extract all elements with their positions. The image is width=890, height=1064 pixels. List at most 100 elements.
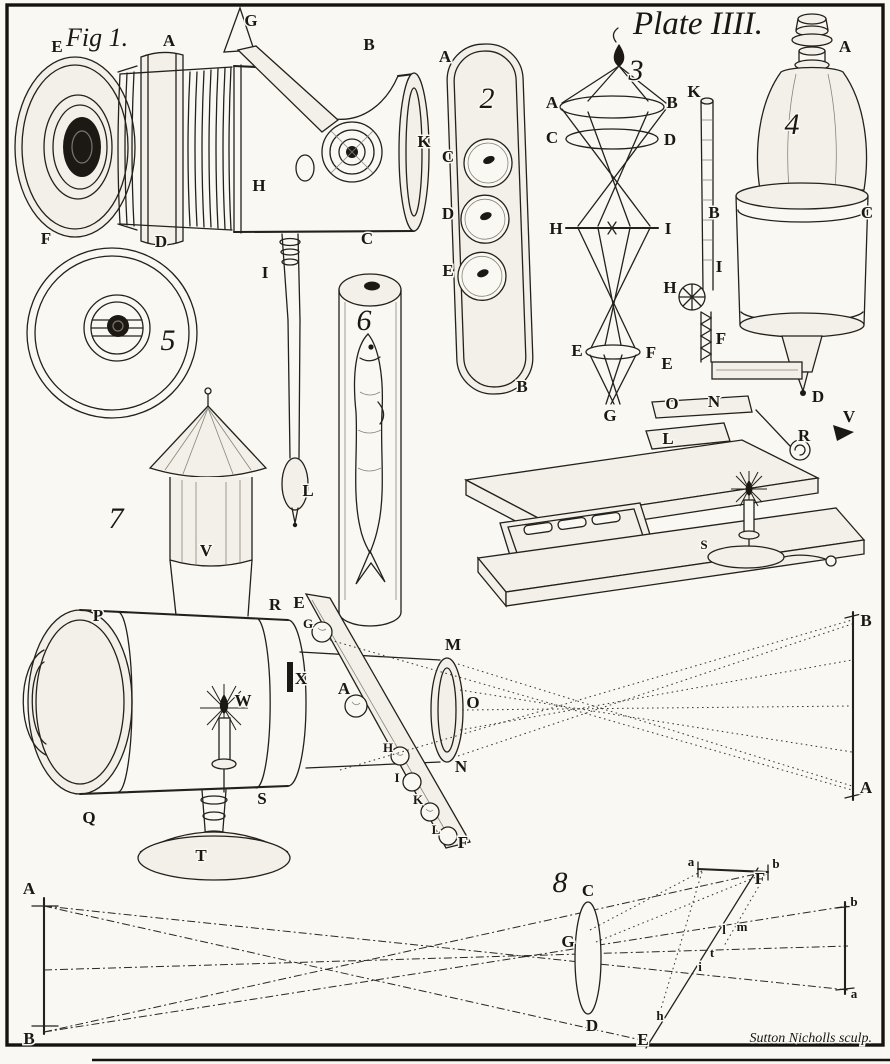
fig8-label-D: D (586, 1016, 598, 1035)
fig3-label-H: H (549, 219, 562, 238)
fig8-label-b-right: b (850, 894, 857, 909)
fig4-label-F: F (716, 329, 726, 348)
fig7-label-O: O (466, 693, 479, 712)
fig7-label-L: L (432, 822, 441, 837)
fig6-fish (353, 333, 386, 585)
fig7-label-T: T (195, 846, 207, 865)
fig2-label-D: D (442, 204, 454, 223)
fig2-specimen-3 (457, 251, 507, 301)
fig3-label-I: I (665, 219, 672, 238)
fig3-label-B: B (666, 93, 677, 112)
fig7-label-I: I (394, 770, 399, 785)
fig7-label-Q: Q (82, 808, 95, 827)
fig4-pillar (700, 97, 714, 291)
fig4-candle (707, 471, 837, 569)
fig3-flame (612, 27, 625, 67)
fig8-right-screen (835, 900, 855, 996)
fig4-label-N: N (708, 392, 721, 411)
fig8-label-h: h (656, 1008, 664, 1023)
fig7-candle-flame (200, 684, 248, 793)
fig8-left-screen (31, 896, 59, 1036)
fig1-label-E: E (51, 37, 62, 56)
fig5-drawing (26, 247, 198, 419)
fig4-label-R: R (798, 426, 811, 445)
fig7-label-P: P (93, 606, 103, 625)
fig7-label-H: H (383, 740, 393, 755)
fig2-label-B: B (516, 377, 527, 396)
fig4-label-L: L (662, 429, 673, 448)
fig7-label-A: A (338, 679, 351, 698)
fig1-handle (279, 233, 309, 528)
fig7-number: 7 (109, 502, 126, 535)
fig4-label-A: A (839, 37, 852, 56)
fig6-number: 6 (357, 304, 372, 337)
fig2-drawing (446, 43, 534, 395)
fig7-slider (304, 593, 471, 849)
fig8-label-i: i (698, 959, 702, 974)
fig4-table (463, 439, 866, 608)
fig4-wedge (833, 425, 854, 441)
fig2-label-A: A (439, 47, 452, 66)
fig1-label-L: L (302, 481, 313, 500)
fig2-number: 2 (480, 82, 495, 115)
fig8-label-l: l (722, 922, 726, 937)
fig8-label-C: C (582, 881, 594, 900)
fig2-label-C: C (442, 147, 454, 166)
fig6-drawing (338, 273, 402, 627)
fig7-label-X: X (295, 669, 308, 688)
fig7-label-F: F (458, 833, 468, 852)
fig8-label-A: A (23, 879, 36, 898)
fig4-label-D: D (812, 387, 824, 406)
fig1-drawing (14, 6, 430, 528)
fig7-label-W: W (235, 691, 252, 710)
fig8-label-G: G (561, 932, 574, 951)
plate-title: Plate IIII. (632, 6, 763, 42)
fig8-label-m: m (737, 919, 748, 934)
fig7-label-E: E (293, 593, 304, 612)
fig1-label-F: F (41, 229, 51, 248)
fig7-pedestal (137, 789, 291, 881)
fig4-label-S: S (700, 537, 707, 552)
fig2-specimen-2 (460, 194, 510, 244)
fig1-label-C: C (361, 229, 373, 248)
fig4-label-E: E (661, 354, 672, 373)
fig2-label-E: E (442, 261, 453, 280)
fig1-caption: Fig 1. (65, 23, 128, 52)
fig1-label-H: H (252, 176, 265, 195)
fig3-label-D: D (664, 130, 676, 149)
fig7-label-K: K (413, 792, 424, 807)
fig7-label-G: G (303, 616, 313, 631)
fig8-label-a-top: a (688, 854, 695, 869)
fig7-screen (844, 610, 862, 802)
fig1-label-A: A (163, 31, 176, 50)
fig1-label-K: K (417, 132, 431, 151)
fig4-label-H: H (663, 278, 676, 297)
fig3-number: 3 (628, 54, 644, 87)
fig3-label-A: A (546, 93, 559, 112)
plate-frame (5, 3, 890, 1062)
fig3-label-G: G (603, 406, 616, 425)
fig8-label-B: B (23, 1029, 34, 1048)
fig2-specimen-1 (463, 138, 513, 188)
fig7-label-B-screen: B (860, 611, 871, 630)
fig4-label-C: C (861, 203, 873, 222)
fig3-label-E: E (571, 341, 582, 360)
fig3-label-F: F (646, 343, 656, 362)
fig8-label-a-right: a (851, 986, 858, 1001)
fig8-label-b-top: b (772, 856, 779, 871)
fig4-eyepiece (791, 13, 833, 71)
fig4-drawing (463, 13, 869, 608)
fig8-number: 8 (553, 866, 568, 899)
fig8-label-E: E (637, 1030, 648, 1049)
fig8-label-F: F (755, 869, 765, 888)
fig8-top-screen (696, 861, 770, 881)
fig1-label-B: B (363, 35, 374, 54)
fig1-label-D: D (155, 232, 167, 251)
fig7-lens-tube (299, 651, 464, 769)
fig3-label-C: C (546, 128, 558, 147)
fig1-label-G: G (244, 11, 257, 30)
fig7-label-N: N (455, 757, 468, 776)
fig1-label-I: I (262, 263, 269, 282)
